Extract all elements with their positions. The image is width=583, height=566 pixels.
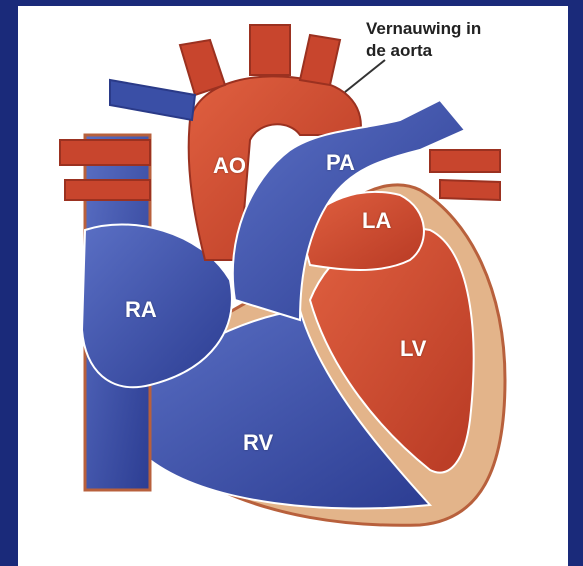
label-ao: AO (213, 153, 246, 179)
pulmonary-vein (110, 80, 195, 120)
pulmonary-vein (440, 180, 500, 200)
pulmonary-vein (60, 140, 150, 165)
aortic-branch (180, 40, 225, 95)
label-pa: PA (326, 150, 355, 176)
label-lv: LV (400, 336, 426, 362)
callout-line-2: de aorta (366, 40, 481, 62)
aorta-narrowing-callout: Vernauwing in de aorta (366, 18, 481, 62)
pulmonary-vein (65, 180, 150, 200)
aortic-branch (250, 25, 290, 75)
callout-pointer (345, 60, 385, 92)
callout-line-1: Vernauwing in (366, 18, 481, 40)
label-rv: RV (243, 430, 273, 456)
pulmonary-vein (430, 150, 500, 172)
label-ra: RA (125, 297, 157, 323)
aortic-branch (300, 35, 340, 85)
label-la: LA (362, 208, 391, 234)
